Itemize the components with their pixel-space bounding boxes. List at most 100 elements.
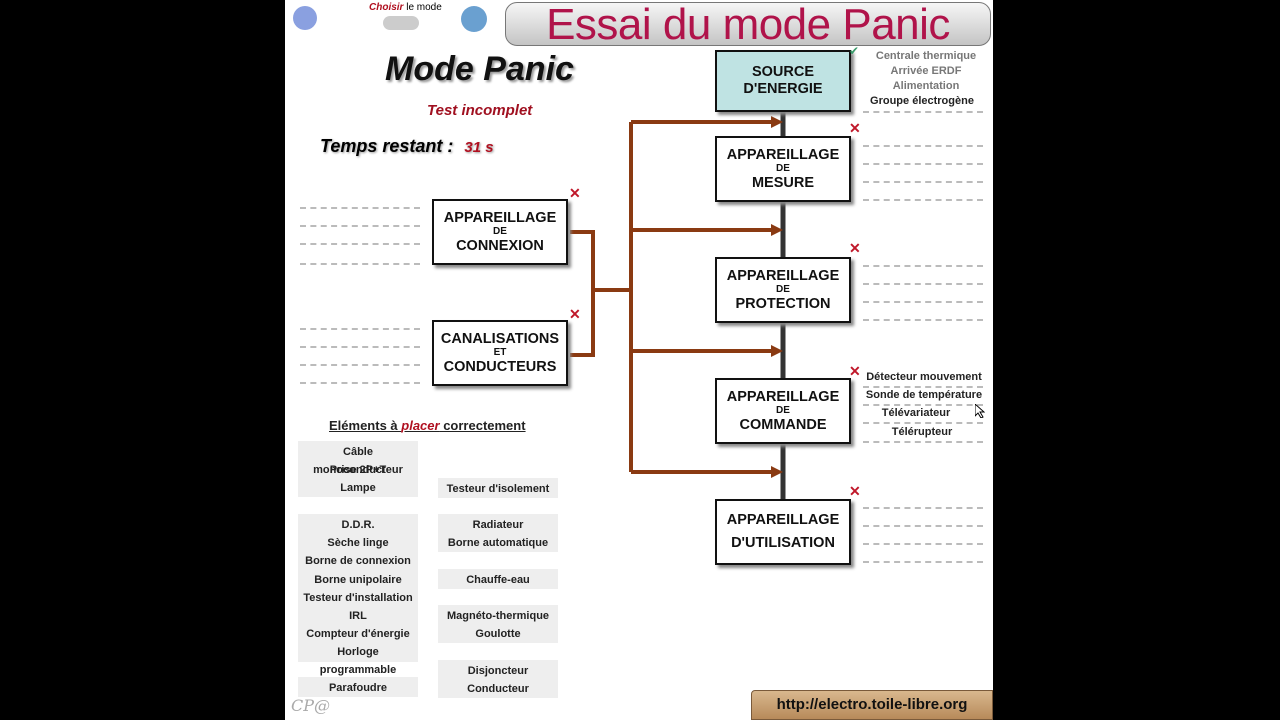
footer-url-banner: http://electro.toile-libre.org <box>751 690 993 720</box>
timer-value: 31 s <box>464 139 494 156</box>
element-item[interactable]: Chauffe-eau <box>466 574 530 586</box>
element-item[interactable]: Radiateur <box>472 519 524 531</box>
element-item[interactable]: Prise 2P+T <box>329 464 387 477</box>
drop-slot[interactable] <box>863 163 983 165</box>
refresh-icon[interactable] <box>461 6 487 32</box>
drop-slot[interactable] <box>863 441 983 443</box>
error-cross-icon: ✕ <box>849 363 861 379</box>
element-item[interactable]: Testeur d'isolement <box>446 483 550 495</box>
element-item[interactable]: Goulotte <box>475 628 521 641</box>
signature-logo: CP@ <box>291 696 331 715</box>
element-item[interactable]: Compteur d'énergie <box>306 628 410 641</box>
box-label: APPAREILLAGE <box>726 388 840 405</box>
element-item[interactable]: Testeur d'installation <box>303 591 413 604</box>
mode-toggle[interactable] <box>383 16 419 30</box>
source-item[interactable]: Groupe électrogène <box>870 95 974 107</box>
element-item[interactable]: Parafoudre <box>328 682 388 694</box>
error-cross-icon: ✕ <box>569 306 581 322</box>
element-item[interactable]: D.D.R. <box>341 519 375 531</box>
drop-slot[interactable] <box>300 382 420 384</box>
drop-slot[interactable] <box>863 319 983 321</box>
elements-title-part: correctement <box>439 418 526 433</box>
commande-item[interactable]: Détecteur mouvement <box>866 371 982 383</box>
element-item[interactable]: Borne unipolaire <box>314 573 402 586</box>
source-item[interactable]: Centrale thermique <box>875 50 977 62</box>
error-cross-icon: ✕ <box>569 185 581 201</box>
element-item[interactable]: Disjoncteur <box>467 665 529 677</box>
exercise-panel: Choisir le mode Mode Panic Test incomple… <box>285 0 993 720</box>
drop-slot[interactable] <box>863 145 983 147</box>
test-status: Test incomplet <box>427 102 533 119</box>
element-item[interactable]: Sèche linge <box>327 537 389 550</box>
timer: Temps restant : 31 s <box>320 136 494 157</box>
mouse-cursor-icon <box>975 404 985 418</box>
box-label: CONDUCTEURS <box>443 358 557 375</box>
element-item[interactable]: Borne automatique <box>447 537 549 550</box>
element-item[interactable]: Magnéto-thermique <box>446 610 550 622</box>
source-item[interactable]: Alimentation <box>892 80 960 92</box>
element-item[interactable]: Lampe <box>340 482 376 495</box>
drop-slot[interactable] <box>863 283 983 285</box>
commande-item[interactable]: Télévariateur <box>881 407 951 419</box>
drop-slot[interactable] <box>863 111 983 113</box>
footer-url[interactable]: http://electro.toile-libre.org <box>776 696 968 713</box>
drop-slot[interactable] <box>863 265 983 267</box>
box-label: COMMANDE <box>739 416 827 433</box>
drop-slot[interactable] <box>863 301 983 303</box>
drop-slot[interactable] <box>863 181 983 183</box>
drop-slot[interactable] <box>863 404 983 406</box>
element-item[interactable]: Horloge programmable <box>319 646 397 677</box>
Mode-title: Mode Panic <box>385 50 574 88</box>
box-label: APPAREILLAGE <box>726 512 840 529</box>
info-icon[interactable] <box>293 6 317 30</box>
box-label: APPAREILLAGE <box>443 209 557 226</box>
element-item[interactable]: Borne de connexion <box>305 555 411 568</box>
drop-slot[interactable] <box>300 207 420 209</box>
arrowhead <box>771 345 783 357</box>
elements-title: Eléments à placer correctement <box>329 418 526 433</box>
commande-item[interactable]: Sonde de température <box>865 389 983 401</box>
drop-slot[interactable] <box>863 386 983 388</box>
drop-slot[interactable] <box>863 561 983 563</box>
drop-slot[interactable] <box>863 422 983 424</box>
source-item[interactable]: Arrivée ERDF <box>890 65 962 77</box>
elements-title-part: Eléments à <box>329 418 402 433</box>
overlay-banner: Essai du mode Panic <box>505 2 991 46</box>
commande-item[interactable]: Télérupteur <box>891 426 953 438</box>
element-item[interactable]: Câble monoconducteur <box>313 446 403 476</box>
drop-slot[interactable] <box>300 364 420 366</box>
element-item[interactable]: IRL <box>349 609 367 622</box>
drop-slot[interactable] <box>863 525 983 527</box>
arrowhead <box>771 224 783 236</box>
error-cross-icon: ✕ <box>849 483 861 499</box>
drop-slot[interactable] <box>863 507 983 509</box>
drop-slot[interactable] <box>300 225 420 227</box>
box-label: DE <box>776 163 790 175</box>
drop-slot[interactable] <box>300 346 420 348</box>
box-label: ET <box>493 347 507 359</box>
drop-slot[interactable] <box>300 328 420 330</box>
box-label: PROTECTION <box>735 295 831 312</box>
element-group: Parafoudre <box>298 677 418 697</box>
error-cross-icon: ✕ <box>849 240 861 256</box>
element-item[interactable]: Conducteur <box>467 683 529 696</box>
drop-slot[interactable] <box>300 263 420 265</box>
drop-slot[interactable] <box>300 243 420 245</box>
connector-left <box>570 230 595 357</box>
choose-mode-label: Choisir le mode <box>369 2 442 13</box>
drop-slot[interactable] <box>863 543 983 545</box>
banner-title: Essai du mode Panic <box>546 2 950 46</box>
box-label: CONNEXION <box>456 237 544 254</box>
drop-slot[interactable] <box>863 199 983 201</box>
element-group: Chauffe-eau <box>438 569 558 589</box>
